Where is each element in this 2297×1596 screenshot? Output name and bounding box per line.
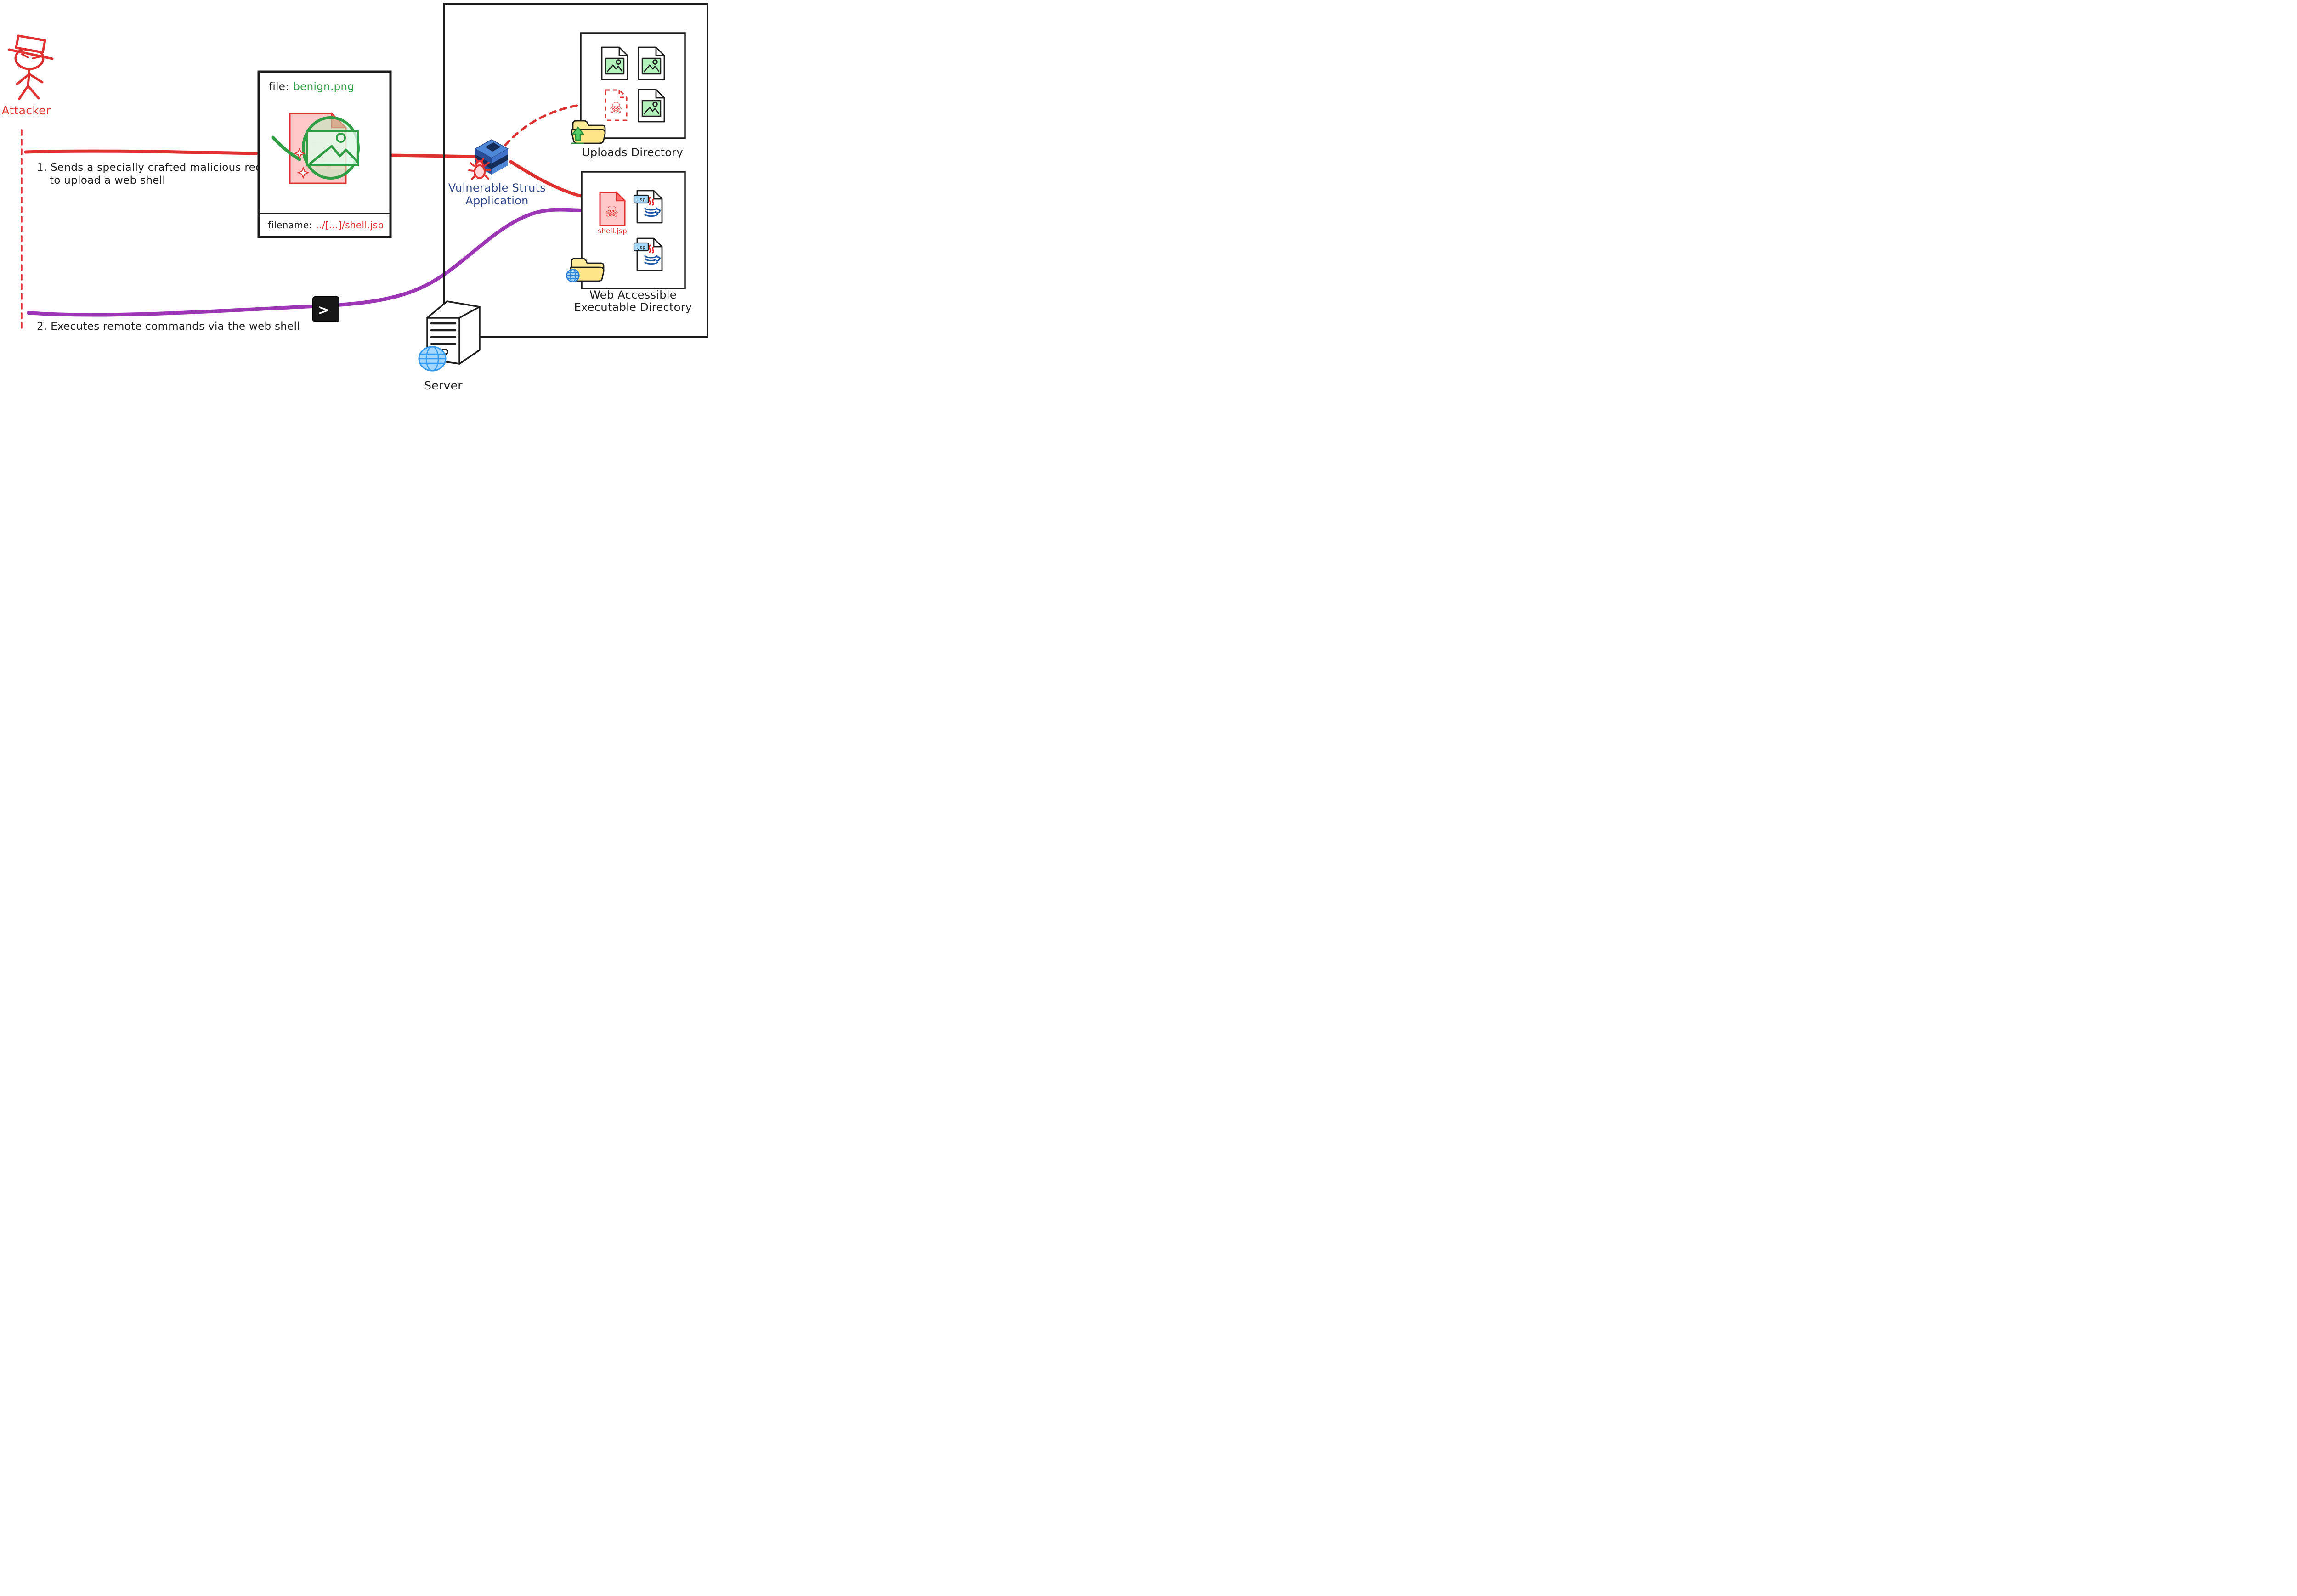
- image-disguise-overlay: [271, 116, 360, 180]
- struts-logo-icon: [475, 139, 509, 175]
- java-cup: [644, 207, 661, 217]
- web-directory-label-line2: Executable Directory: [574, 301, 692, 314]
- thumb-frame: [641, 57, 662, 75]
- server-label: Server: [424, 379, 463, 392]
- dashed-curve-to-uploads: [504, 103, 586, 147]
- java-steam: [648, 244, 654, 254]
- thumb-mountains: [643, 64, 660, 73]
- web-executable-directory: ☠ shell.jsp .jsp .jsp: [566, 171, 692, 314]
- skull-icon: ☠: [610, 99, 623, 117]
- thumb-sun: [652, 102, 658, 107]
- jsp-badge: [633, 194, 649, 204]
- uploads-directory-label: Uploads Directory: [582, 146, 683, 159]
- step2-purple-curve: [27, 208, 592, 317]
- image-file-icon: [601, 46, 628, 80]
- globe-parallels: [566, 272, 579, 279]
- attacker-arms: [16, 73, 44, 85]
- terminal-icon: >: [312, 296, 339, 322]
- server-node: Server: [418, 300, 481, 392]
- jsp-badge: [633, 242, 649, 252]
- bug-icon: [468, 158, 491, 180]
- attacker-hat-brim: [8, 48, 54, 60]
- terminal-prompt: >: [318, 302, 329, 318]
- step1-line-right: [389, 153, 480, 158]
- ghost-malicious-file-icon: ☠: [605, 89, 628, 121]
- server-boundary-box: [443, 3, 708, 338]
- java-steam: [648, 197, 654, 206]
- step1-text-line2: to upload a web shell: [50, 175, 165, 186]
- attack-flow-diagram: Attacker 1. Sends a specially crafted ma…: [2, 3, 708, 392]
- shell-jsp-label: shell.jsp: [598, 227, 627, 235]
- struts-top-hole: [485, 142, 501, 152]
- jsp-file-icon: .jsp: [633, 237, 663, 271]
- bug-legs-right: [484, 162, 491, 180]
- doc-fold: [618, 47, 628, 56]
- file-value: benign.png: [293, 81, 354, 93]
- filename-label: filename:: [268, 220, 312, 231]
- struts-label-line2: Application: [465, 194, 528, 207]
- ghost-doc-outline: [605, 89, 628, 121]
- diagram-canvas: Attacker 1. Sends a specially crafted ma…: [0, 0, 720, 395]
- image-mountains: [308, 145, 359, 165]
- jsp-badge-label: .jsp: [636, 197, 645, 203]
- server-right-face: [458, 306, 481, 365]
- thumb-mountains: [606, 64, 623, 73]
- card-file-row: file: benign.png: [269, 81, 354, 93]
- uploads-directory: ☠ Uploads Directory: [571, 32, 686, 159]
- java-cup: [644, 255, 661, 265]
- image-file-icon: [638, 89, 665, 123]
- filename-value: ../[...]/shell.jsp: [316, 220, 384, 231]
- ghost-doc-fold: [618, 90, 627, 98]
- struts-label-line1: Vulnerable Struts: [448, 181, 546, 194]
- struts-bottom-wedge: [492, 160, 508, 175]
- uploads-box: [580, 32, 686, 139]
- shell-jsp-file-icon: ☠: [599, 191, 627, 226]
- disguised-file-illustration: ☠: [271, 112, 360, 184]
- globe-parallels: [419, 353, 446, 364]
- doc-fold: [655, 47, 664, 56]
- shell-doc-fold: [616, 191, 627, 202]
- green-swoosh: [271, 135, 301, 161]
- uploads-folder-icon: [571, 120, 606, 144]
- doc-fold: [655, 90, 664, 99]
- image-sun: [336, 133, 346, 143]
- step1-line-left: [24, 149, 258, 155]
- web-folder-icon: [566, 258, 605, 282]
- bug-body: [474, 164, 486, 179]
- server-boundary: [443, 3, 708, 338]
- file-label: file:: [269, 81, 289, 93]
- thumb-sun: [652, 59, 658, 65]
- attacker-body: [27, 68, 31, 87]
- thumb-frame: [605, 57, 625, 75]
- step1-text-line1: 1. Sends a specially crafted malicious r…: [37, 162, 286, 174]
- attacker-legs: [18, 85, 40, 100]
- globe-icon: [566, 269, 580, 282]
- sparkle-icon: [294, 147, 306, 159]
- attacker-hat-crown: [15, 34, 46, 54]
- upload-payload-card: file: benign.png ☠ filename: ../[...]/shel…: [257, 70, 392, 238]
- thumb-mountains: [643, 107, 660, 115]
- web-directory-label-line1: Web Accessible: [589, 288, 677, 301]
- thumb-sun: [616, 59, 621, 65]
- jsp-badge-label: .jsp: [636, 244, 645, 250]
- attacker-label: Attacker: [2, 104, 51, 117]
- struts-application-node: Vulnerable Struts Application: [448, 139, 546, 207]
- image-file-icon: [638, 46, 665, 80]
- attacker-figure: [8, 34, 54, 100]
- thumb-frame: [641, 100, 662, 117]
- card-filename-row: filename: ../[...]/shell.jsp: [268, 220, 384, 231]
- terminal-window: [312, 296, 339, 322]
- upload-arrow-icon: [571, 126, 584, 141]
- sparkle-icon: [297, 166, 310, 179]
- jsp-file-icon: .jsp: [633, 190, 663, 224]
- globe-icon: [418, 346, 447, 372]
- server-vents: [430, 322, 457, 345]
- step2-text: 2. Executes remote commands via the web …: [37, 321, 300, 333]
- attacker-eyes: [21, 53, 41, 59]
- skull-icon: ☠: [605, 203, 619, 221]
